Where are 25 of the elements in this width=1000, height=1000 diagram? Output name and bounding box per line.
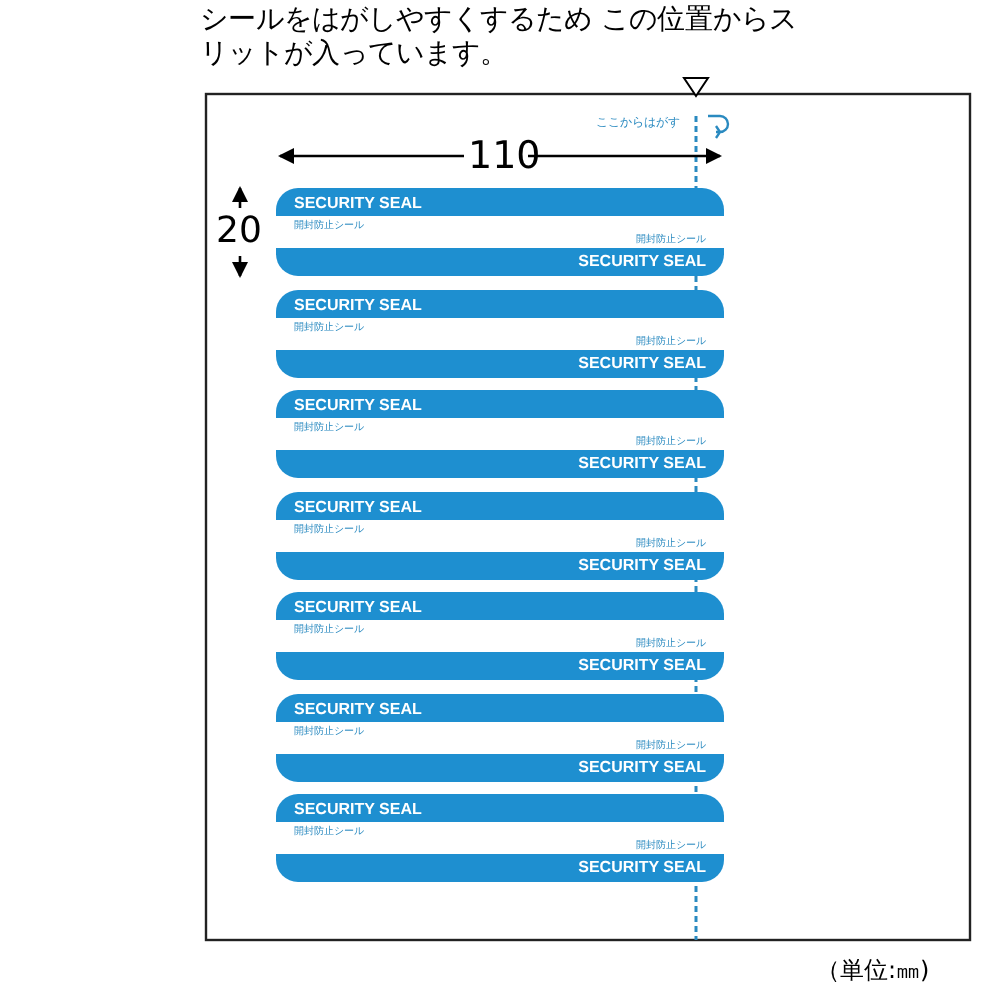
- seal-label: [276, 693, 724, 781]
- seal-label: [276, 592, 724, 680]
- seal-label: [276, 491, 724, 579]
- seal-heading: SECURITY SEAL: [578, 454, 706, 472]
- seal-heading: SECURITY SEAL: [294, 194, 422, 212]
- seal-heading: SECURITY SEAL: [294, 598, 422, 616]
- seal-heading: SECURITY SEAL: [578, 858, 706, 876]
- unit-label: （単位:㎜): [816, 956, 930, 986]
- seal-heading: SECURITY SEAL: [578, 353, 706, 371]
- seal-heading: SECURITY SEAL: [578, 555, 706, 573]
- seal-label: [276, 794, 724, 882]
- dimension-label: 110: [468, 136, 541, 176]
- seal-heading: SECURITY SEAL: [294, 295, 422, 313]
- seal-heading: SECURITY SEAL: [294, 396, 422, 414]
- seal-heading: SECURITY SEAL: [578, 757, 706, 775]
- seal-heading: SECURITY SEAL: [578, 656, 706, 674]
- note-text: シールをはがしやすくするため この位置からスリットが入っています。: [200, 4, 799, 72]
- seal-label: [276, 390, 724, 478]
- seal-label: [276, 289, 724, 377]
- seal-heading: SECURITY SEAL: [578, 252, 706, 270]
- seal-heading: SECURITY SEAL: [294, 497, 422, 515]
- seal-heading: SECURITY SEAL: [294, 699, 422, 717]
- seal-label: [276, 188, 724, 276]
- seal-heading: SECURITY SEAL: [294, 800, 422, 818]
- dimension-label: 20: [216, 212, 262, 252]
